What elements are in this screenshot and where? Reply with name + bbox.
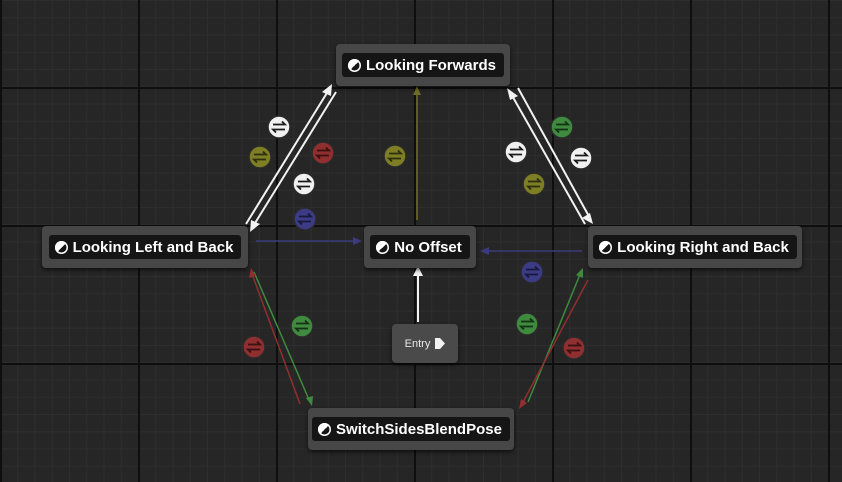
state-label: No Offset bbox=[394, 238, 462, 256]
state-machine-icon bbox=[376, 240, 390, 254]
transition-rule-icon[interactable] bbox=[267, 115, 291, 139]
transition-rule-icon[interactable] bbox=[383, 144, 407, 168]
transition-left-to-nooffset[interactable] bbox=[256, 237, 362, 245]
transition-rule-icon[interactable] bbox=[515, 312, 539, 336]
transition-rule-icon[interactable] bbox=[504, 140, 528, 164]
state-machine-icon bbox=[318, 422, 332, 436]
state-looking-left-and-back[interactable]: Looking Left and Back bbox=[42, 226, 248, 268]
transition-nooffset-to-forwards[interactable] bbox=[413, 86, 421, 220]
transition-forwards-to-right[interactable] bbox=[517, 87, 593, 224]
transition-rule-icon[interactable] bbox=[550, 115, 574, 139]
transition-left-to-forwards[interactable] bbox=[245, 84, 332, 225]
state-switch-sides-blend-pose[interactable]: SwitchSidesBlendPose bbox=[308, 408, 514, 450]
transition-rule-icon[interactable] bbox=[248, 145, 272, 169]
exec-pin-icon[interactable] bbox=[435, 338, 446, 349]
transition-rule-icon[interactable] bbox=[290, 314, 314, 338]
transition-switchsides-to-right[interactable] bbox=[527, 268, 583, 403]
transition-switchsides-to-left[interactable] bbox=[249, 268, 301, 405]
transition-rule-icon[interactable] bbox=[292, 172, 316, 196]
state-label: Looking Forwards bbox=[365, 56, 496, 74]
state-machine-icon bbox=[54, 240, 68, 254]
transition-rule-icon[interactable] bbox=[562, 336, 586, 360]
transition-rule-icon[interactable] bbox=[242, 335, 266, 359]
transition-right-to-nooffset[interactable] bbox=[480, 247, 582, 255]
transition-rule-icon[interactable] bbox=[569, 146, 593, 170]
state-label: SwitchSidesBlendPose bbox=[336, 420, 502, 438]
transition-rule-icon[interactable] bbox=[311, 141, 335, 165]
transition-rule-icon[interactable] bbox=[293, 207, 317, 231]
state-machine-icon bbox=[599, 240, 613, 254]
entry-node[interactable]: Entry bbox=[392, 324, 458, 363]
state-label: Looking Right and Back bbox=[617, 238, 789, 256]
transition-rule-icon[interactable] bbox=[520, 260, 544, 284]
transition-right-to-switchsides[interactable] bbox=[519, 279, 589, 409]
state-looking-right-and-back[interactable]: Looking Right and Back bbox=[588, 226, 802, 268]
state-label: Looking Left and Back bbox=[72, 238, 234, 256]
state-no-offset[interactable]: No Offset bbox=[364, 226, 476, 268]
transition-entry-to-nooffset bbox=[413, 266, 423, 322]
transition-forwards-to-left[interactable] bbox=[250, 91, 337, 232]
state-looking-forwards[interactable]: Looking Forwards bbox=[336, 44, 510, 86]
state-machine-icon bbox=[347, 58, 361, 72]
transition-left-to-switchsides[interactable] bbox=[253, 271, 313, 406]
transition-rule-icon[interactable] bbox=[522, 172, 546, 196]
transition-right-to-forwards[interactable] bbox=[507, 88, 586, 225]
entry-label: Entry bbox=[404, 337, 431, 350]
